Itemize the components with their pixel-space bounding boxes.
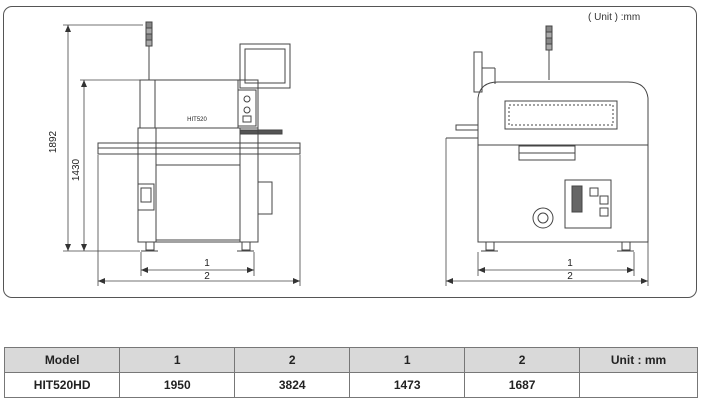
signal-tower-light <box>145 39 153 47</box>
spec-table-header: Model 1 2 1 2 Unit : mm <box>3 347 698 373</box>
lower-body <box>155 153 241 241</box>
upper-housing <box>139 79 259 129</box>
fan-icon <box>532 207 554 229</box>
dim-label-front-1: 1 <box>204 258 210 269</box>
header-side-2: 2 <box>464 347 581 373</box>
drawing-frame <box>3 6 697 298</box>
dim-label-side-1: 1 <box>567 258 573 269</box>
monitor-screen <box>244 48 286 84</box>
left-column <box>137 127 157 243</box>
header-front-2: 2 <box>234 347 351 373</box>
dim-label-front-2: 2 <box>204 271 210 282</box>
dim-label-total-height: 1892 <box>48 130 59 153</box>
monitor <box>239 43 291 89</box>
front-view <box>63 21 301 286</box>
unit-note: ( Unit ) :mm <box>588 12 641 23</box>
cell-side-2: 1687 <box>464 372 581 398</box>
table-row: HIT520HD 1950 3824 1473 1687 <box>3 372 698 398</box>
header-model: Model <box>3 347 121 373</box>
cell-front-1: 1950 <box>119 372 236 398</box>
conveyor-belt <box>239 129 283 135</box>
header-side-1: 1 <box>349 347 466 373</box>
side-window <box>504 100 618 130</box>
signal-tower-light <box>145 33 153 41</box>
cell-unit <box>579 372 698 398</box>
dim-label-side-2: 2 <box>567 271 573 282</box>
spec-table: Model 1 2 1 2 Unit : mm HIT520HD 1950 38… <box>3 347 698 398</box>
left-side-box <box>137 183 155 211</box>
header-front-1: 1 <box>119 347 236 373</box>
model-plate: HIT520 <box>187 117 207 123</box>
cell-model: HIT520HD <box>3 372 121 398</box>
cell-side-1: 1473 <box>349 372 466 398</box>
side-monitor <box>473 51 483 93</box>
foot <box>145 241 155 251</box>
air-panel <box>564 179 612 229</box>
cell-front-2: 3824 <box>234 372 351 398</box>
side-view <box>445 25 649 286</box>
signal-tower-light <box>145 21 153 29</box>
foot <box>241 241 251 251</box>
machine-drawing: 1892 1430 1 2 HIT520 1 2 <box>48 21 649 286</box>
signal-tower-light <box>145 27 153 35</box>
right-column <box>239 127 259 243</box>
header-unit: Unit : mm <box>579 347 698 373</box>
control-panel <box>237 89 257 127</box>
right-side-box <box>257 181 273 215</box>
dim-label-body-height: 1430 <box>71 158 82 181</box>
side-hood <box>477 81 649 146</box>
